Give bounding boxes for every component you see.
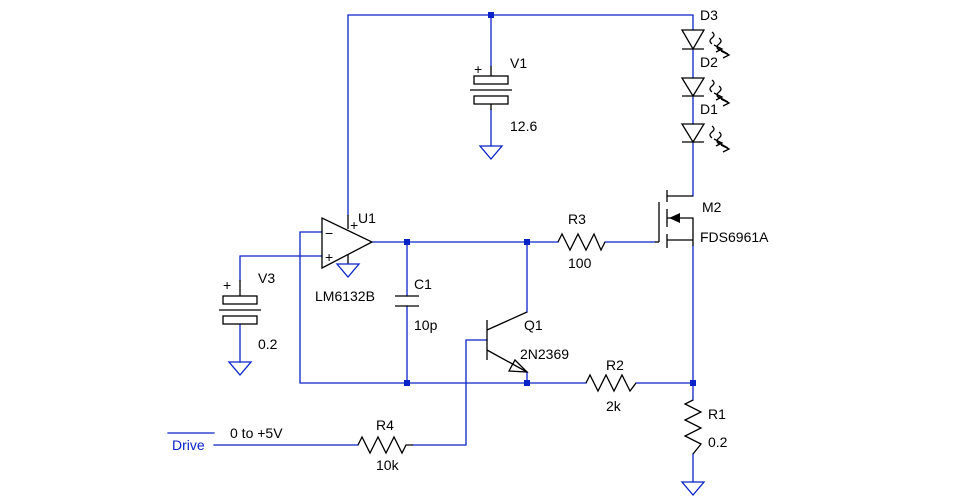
ground-icon (335, 263, 361, 279)
drive-range-label: 0 to +5V (230, 425, 283, 441)
wires (213, 14, 694, 483)
r1-value: 0.2 (708, 434, 728, 450)
d3-ref: D3 (700, 7, 718, 23)
r1-ref: R1 (708, 406, 726, 422)
c1-ref: C1 (414, 276, 432, 292)
v3-ref: V3 (258, 270, 275, 286)
battery-v1: + (470, 61, 512, 110)
r2-value: 2k (606, 398, 622, 414)
ground-icon (680, 481, 706, 497)
r3-value: 100 (568, 255, 592, 271)
resistor-r2 (585, 373, 637, 393)
q1-value: 2N2369 (520, 346, 569, 362)
r4-value: 10k (376, 457, 400, 473)
opamp-noninverting-sign: + (325, 249, 333, 265)
transistor-q1 (486, 311, 529, 373)
junctions (404, 12, 696, 386)
r3-ref: R3 (568, 211, 586, 227)
capacitor-c1 (395, 295, 419, 307)
d1-ref: D1 (700, 101, 718, 117)
ground-icon (227, 361, 253, 377)
m2-value: FDS6961A (700, 229, 769, 245)
led-d2 (680, 77, 731, 107)
d2-ref: D2 (700, 54, 718, 70)
v1-plus-sign: + (474, 61, 482, 77)
led-d3 (680, 29, 731, 59)
u1-ref: U1 (358, 210, 376, 226)
q1-ref: Q1 (524, 317, 543, 333)
v3-value: 0.2 (258, 336, 278, 352)
led-d1 (680, 123, 731, 153)
r4-ref: R4 (376, 417, 394, 433)
resistor-r4 (357, 435, 413, 455)
r2-ref: R2 (606, 357, 624, 373)
ground-icon (478, 145, 504, 161)
opamp-vplus-sign: + (350, 217, 358, 233)
resistor-r1 (683, 399, 703, 455)
drive-net-label: Drive (172, 437, 205, 453)
opamp-inverting-sign: − (325, 225, 333, 241)
c1-value: 10p (414, 317, 438, 333)
mosfet-m2 (655, 190, 694, 248)
resistor-r3 (557, 232, 606, 252)
v1-value: 12.6 (510, 118, 537, 134)
u1-value: LM6132B (315, 288, 375, 304)
v1-ref: V1 (510, 55, 527, 71)
m2-ref: M2 (702, 199, 722, 215)
battery-v3: + (219, 277, 261, 325)
v3-plus-sign: + (223, 277, 231, 293)
opamp-u1: − + + (321, 215, 374, 270)
